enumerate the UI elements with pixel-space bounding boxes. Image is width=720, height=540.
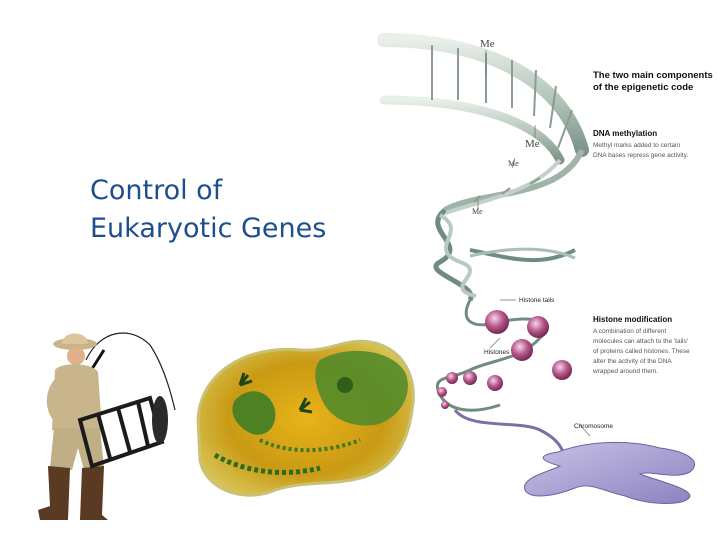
label-histones: Histones	[484, 349, 510, 356]
histone-line-3: of proteins called histones. These	[593, 348, 690, 355]
label-histone-tails: Histone tails	[519, 297, 555, 304]
methylation-title: DNA methylation	[593, 129, 657, 138]
chromosome	[524, 441, 696, 504]
me-label-3: Me	[508, 159, 519, 168]
label-chromosome: Chromosome	[574, 423, 613, 430]
histone-line-4: alter the activity of the DNA	[593, 358, 672, 365]
methylation-line-2: DNA bases repress gene activity.	[593, 152, 688, 159]
stained-embryo-image	[196, 339, 415, 497]
methylation-line-1: Methyl marks added to certain	[593, 142, 680, 149]
title-line-1: Control of	[90, 175, 223, 206]
me-label-2: Me	[525, 138, 540, 150]
histone-line-2: molecules can attach to the 'tails'	[593, 338, 688, 345]
title-line-2: Eukaryotic Genes	[90, 213, 327, 244]
heading-line-1: The two main components	[593, 70, 713, 81]
leader-lines	[477, 50, 591, 437]
epigenetics-diagram: Me Me Me Me The two main components of t…	[377, 33, 713, 504]
histone-line-1: A combination of different	[593, 328, 666, 335]
histone-line-5: wrapped around them.	[592, 368, 658, 375]
slide-title: Control of Eukaryotic Genes	[90, 172, 410, 248]
lion-tamer-figure	[38, 332, 176, 520]
histone-beads	[437, 310, 572, 409]
me-label-4: Me	[472, 207, 483, 216]
me-label-1: Me	[480, 38, 495, 50]
heading-line-2: of the epigenetic code	[593, 82, 693, 93]
histone-title: Histone modification	[593, 315, 672, 324]
